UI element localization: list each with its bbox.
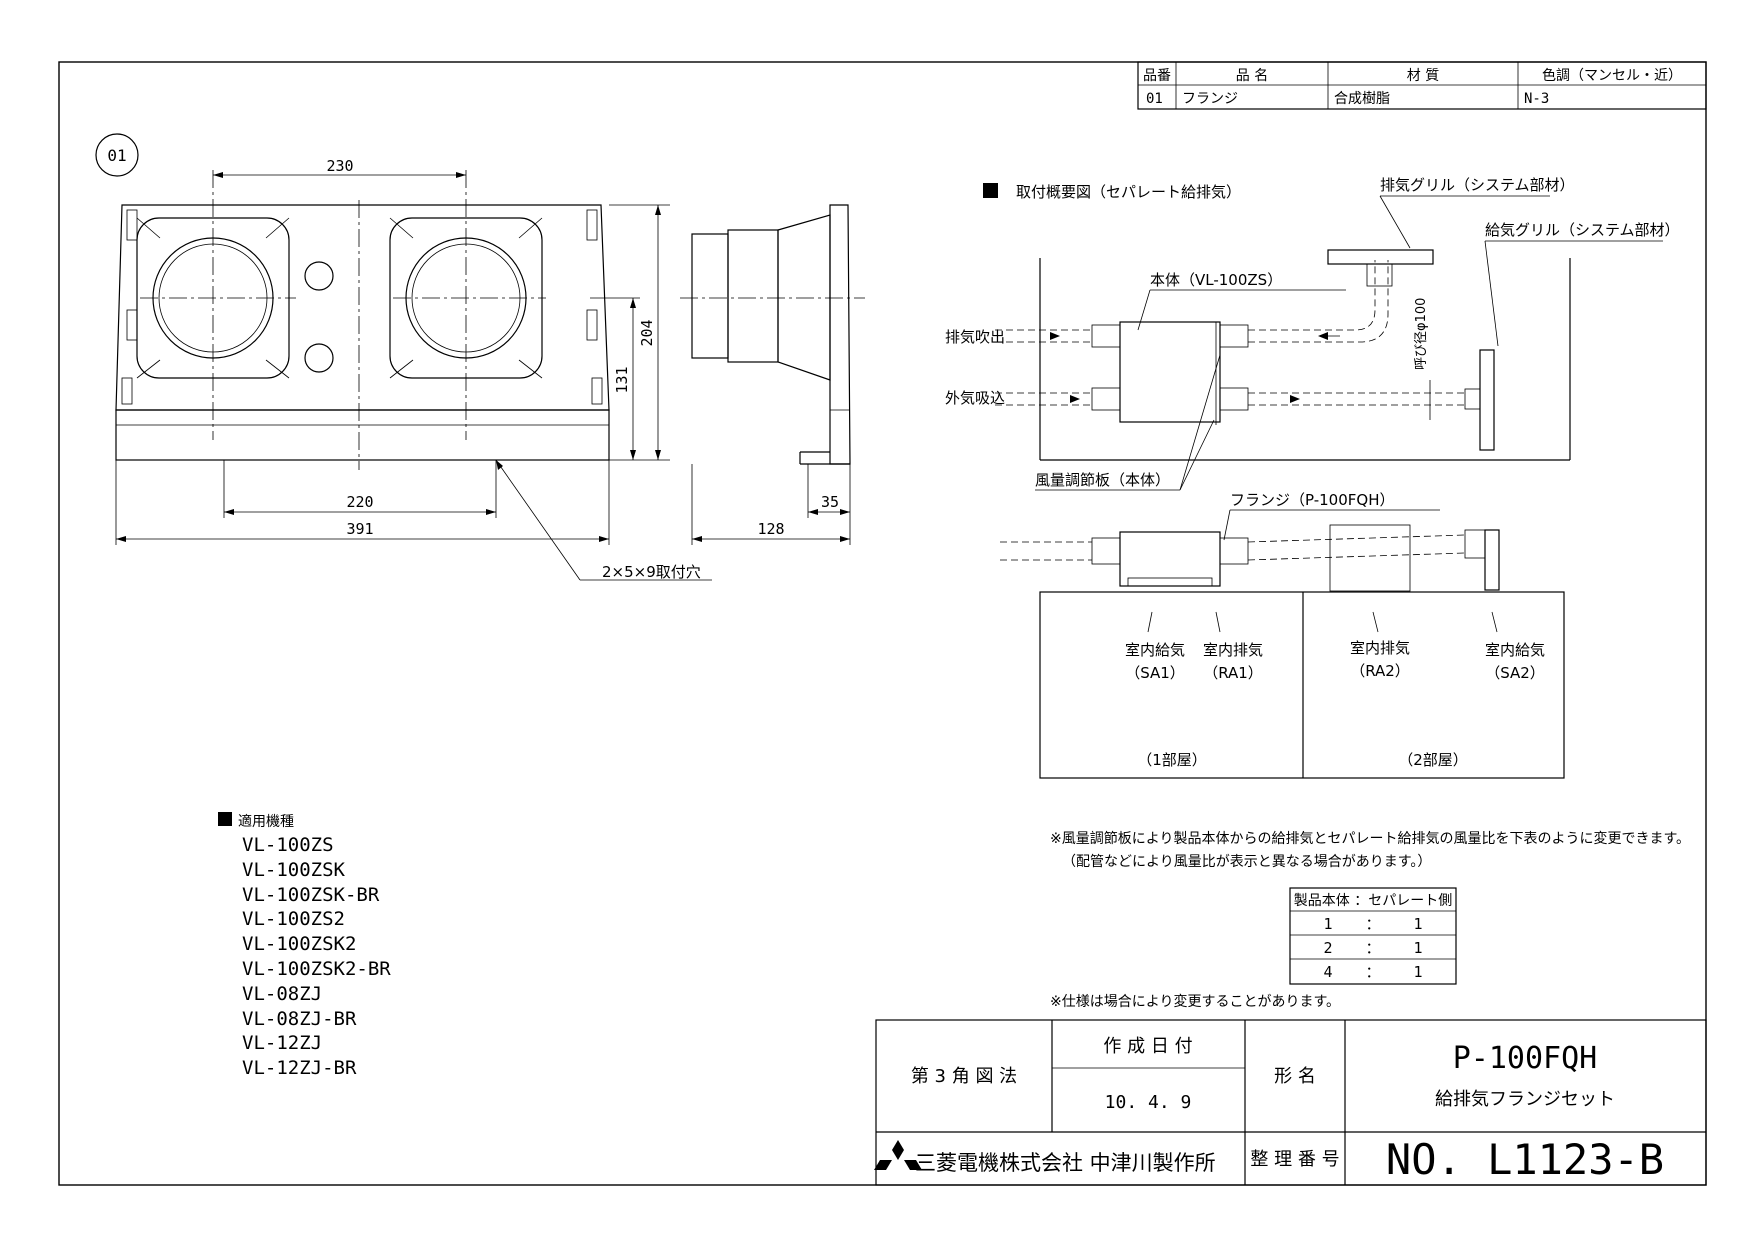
ratio-row3-body: 4 [1323, 963, 1332, 981]
body-label: 本体（VL-100ZS） [1150, 271, 1282, 289]
pipe-size-label: 呼び径φ100 [1414, 298, 1429, 370]
side-view: 128 35 [680, 204, 865, 545]
ratio-row3-sep: ： [1365, 963, 1380, 981]
model-label: 形 名 [1274, 1066, 1316, 1087]
front-view [115, 170, 610, 470]
exhaust-out-label: 排気吹出 [945, 328, 1005, 346]
applicable-models: 適用機種 VL-100ZS VL-100ZSK VL-100ZSK-BR VL-… [218, 812, 391, 1079]
model-item: VL-100ZSK2 [242, 933, 356, 955]
parts-row-material: 合成樹脂 [1334, 91, 1390, 107]
damper-label: 風量調節板（本体） [1035, 471, 1170, 489]
ratio-row1-body: 1 [1323, 915, 1332, 933]
projection-method: 第 3 角 図 法 [911, 1066, 1017, 1087]
ratio-table: 製品本体 ：セパレート側 1 ： 1 2 ： 1 4 ： 1 [1289, 887, 1457, 985]
parts-header-no: 品番 [1143, 68, 1171, 84]
dim-391: 391 [346, 520, 373, 538]
parts-row-name: フランジ [1182, 91, 1238, 107]
creation-date: 10. 4. 9 [1105, 1092, 1192, 1113]
company-name: 三菱電機株式会社 中津川製作所 [915, 1151, 1216, 1175]
ratio-header: 製品本体 ：セパレート側 [1294, 893, 1452, 909]
part-number-label: 01 [107, 146, 126, 165]
number-label: 整 理 番 号 [1250, 1149, 1339, 1170]
ratio-row1-separate: 1 [1413, 915, 1422, 933]
note-spec-change: ※仕様は場合により変更することがあります。 [1050, 993, 1340, 1010]
part-number-circle [95, 133, 139, 177]
install-title: 取付概要図（セパレート給排気） [1016, 183, 1241, 201]
ratio-row1-sep: ： [1365, 915, 1380, 933]
ratio-row2-sep: ： [1365, 939, 1380, 957]
sa2-label: 室内給気 [1485, 641, 1545, 659]
outside-in-label: 外気吸込 [945, 389, 1005, 407]
room2-label: （2部屋） [1398, 751, 1468, 769]
section-bullet [983, 183, 998, 198]
model-item: VL-100ZS2 [242, 908, 345, 930]
dim-204: 204 [638, 319, 656, 346]
company-logo [874, 1140, 922, 1170]
flange-label: フランジ（P-100FQH） [1230, 491, 1394, 509]
room1-label: （1部屋） [1137, 751, 1207, 769]
parts-header-material: 材 質 [1407, 68, 1439, 84]
model-item: VL-08ZJ [242, 983, 322, 1005]
dim-230: 230 [326, 157, 353, 175]
model-item: VL-12ZJ-BR [242, 1057, 357, 1079]
sa2-code: （SA2） [1485, 664, 1545, 682]
note-airflow-ratio: ※風量調節板により製品本体からの給排気とセパレート給排気の風量比を下表のように変… [1050, 830, 1690, 847]
model-name: P-100FQH [1453, 1041, 1598, 1076]
model-item: VL-08ZJ-BR [242, 1008, 357, 1030]
dim-131: 131 [613, 366, 631, 393]
ra1-code: （RA1） [1203, 664, 1263, 682]
model-item: VL-100ZS [242, 834, 334, 856]
front-dimensions: 230 204 131 220 391 2×5×9取付穴 [115, 157, 712, 581]
parts-header-name: 品 名 [1236, 68, 1268, 84]
model-item: VL-100ZSK-BR [242, 884, 380, 906]
parts-row-no: 01 [1146, 91, 1163, 107]
dim-mounting-holes: 2×5×9取付穴 [602, 563, 701, 581]
ratio-row2-separate: 1 [1413, 939, 1422, 957]
parts-row-color: N-3 [1524, 91, 1549, 107]
ratio-row3-separate: 1 [1413, 963, 1422, 981]
models-bullet [218, 812, 232, 826]
date-label: 作 成 日 付 [1103, 1036, 1192, 1057]
model-item: VL-100ZSK [242, 859, 346, 881]
exhaust-grille-label: 排気グリル（システム部材） [1380, 176, 1575, 194]
unit-body [1119, 321, 1221, 423]
parts-table: 品番 品 名 材 質 色調（マンセル・近） 01 フランジ 合成樹脂 N-3 [1137, 61, 1707, 110]
dim-220: 220 [346, 493, 373, 511]
supply-grille [1479, 349, 1495, 451]
sa1-code: （SA1） [1125, 664, 1185, 682]
product-name: 給排気フランジセット [1435, 1089, 1615, 1110]
ratio-row2-body: 2 [1323, 939, 1332, 957]
note-piping: （配管などにより風量比が表示と異なる場合があります。） [1062, 854, 1431, 870]
dim-35: 35 [821, 493, 839, 511]
parts-header-color: 色調（マンセル・近） [1542, 67, 1682, 84]
ra2-label: 室内排気 [1350, 639, 1410, 657]
sa1-label: 室内給気 [1125, 641, 1185, 659]
model-item: VL-12ZJ [242, 1032, 322, 1054]
rooms-box [1039, 591, 1565, 779]
title-block: 第 3 角 図 法 作 成 日 付 10. 4. 9 形 名 P-100FQH … [874, 1019, 1707, 1186]
install-overview: 取付概要図（セパレート給排気） 排気グリル（システム部材） 給気グリル（システム… [945, 176, 1680, 779]
models-title: 適用機種 [238, 813, 294, 830]
drawing-number: NO. L1123-B [1386, 1135, 1664, 1184]
dim-128: 128 [757, 520, 784, 538]
ra1-label: 室内排気 [1203, 641, 1263, 659]
supply-grille-label: 給気グリル（システム部材） [1485, 221, 1680, 239]
exhaust-grille [1327, 249, 1434, 265]
ra2-code: （RA2） [1350, 662, 1410, 680]
model-item: VL-100ZSK2-BR [242, 958, 391, 980]
